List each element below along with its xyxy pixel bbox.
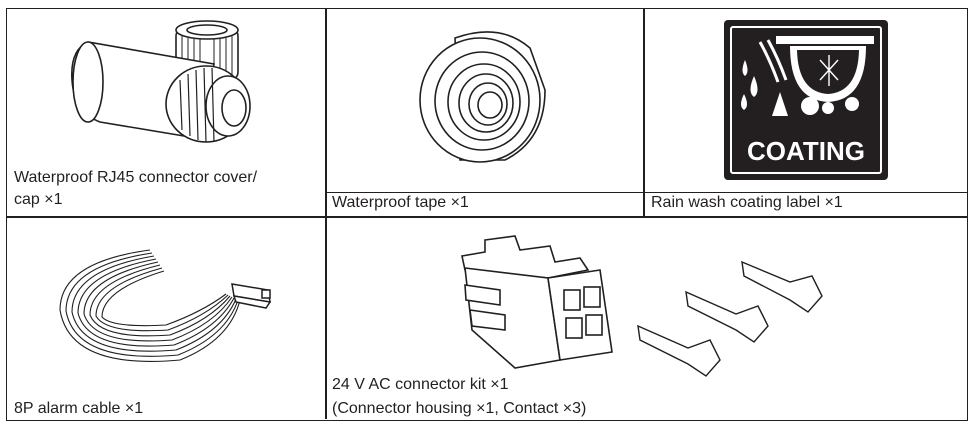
accessories-table (6, 8, 968, 421)
divider (7, 216, 967, 218)
caption-rj45-line2: cap ×1 (14, 191, 63, 208)
caption-connector-kit-line2: (Connector housing ×1, Contact ×3) (332, 400, 587, 417)
caption-separator (325, 192, 967, 193)
divider (643, 9, 645, 217)
caption-coating: Rain wash coating label ×1 (651, 194, 843, 211)
caption-tape: Waterproof tape ×1 (332, 194, 469, 211)
divider (325, 9, 327, 419)
coating-label-text: COATING (747, 136, 865, 166)
caption-alarm-cable: 8P alarm cable ×1 (14, 400, 144, 417)
caption-rj45-line1: Waterproof RJ45 connector cover/ (14, 169, 258, 186)
caption-connector-kit-line1: 24 V AC connector kit ×1 (332, 376, 509, 393)
